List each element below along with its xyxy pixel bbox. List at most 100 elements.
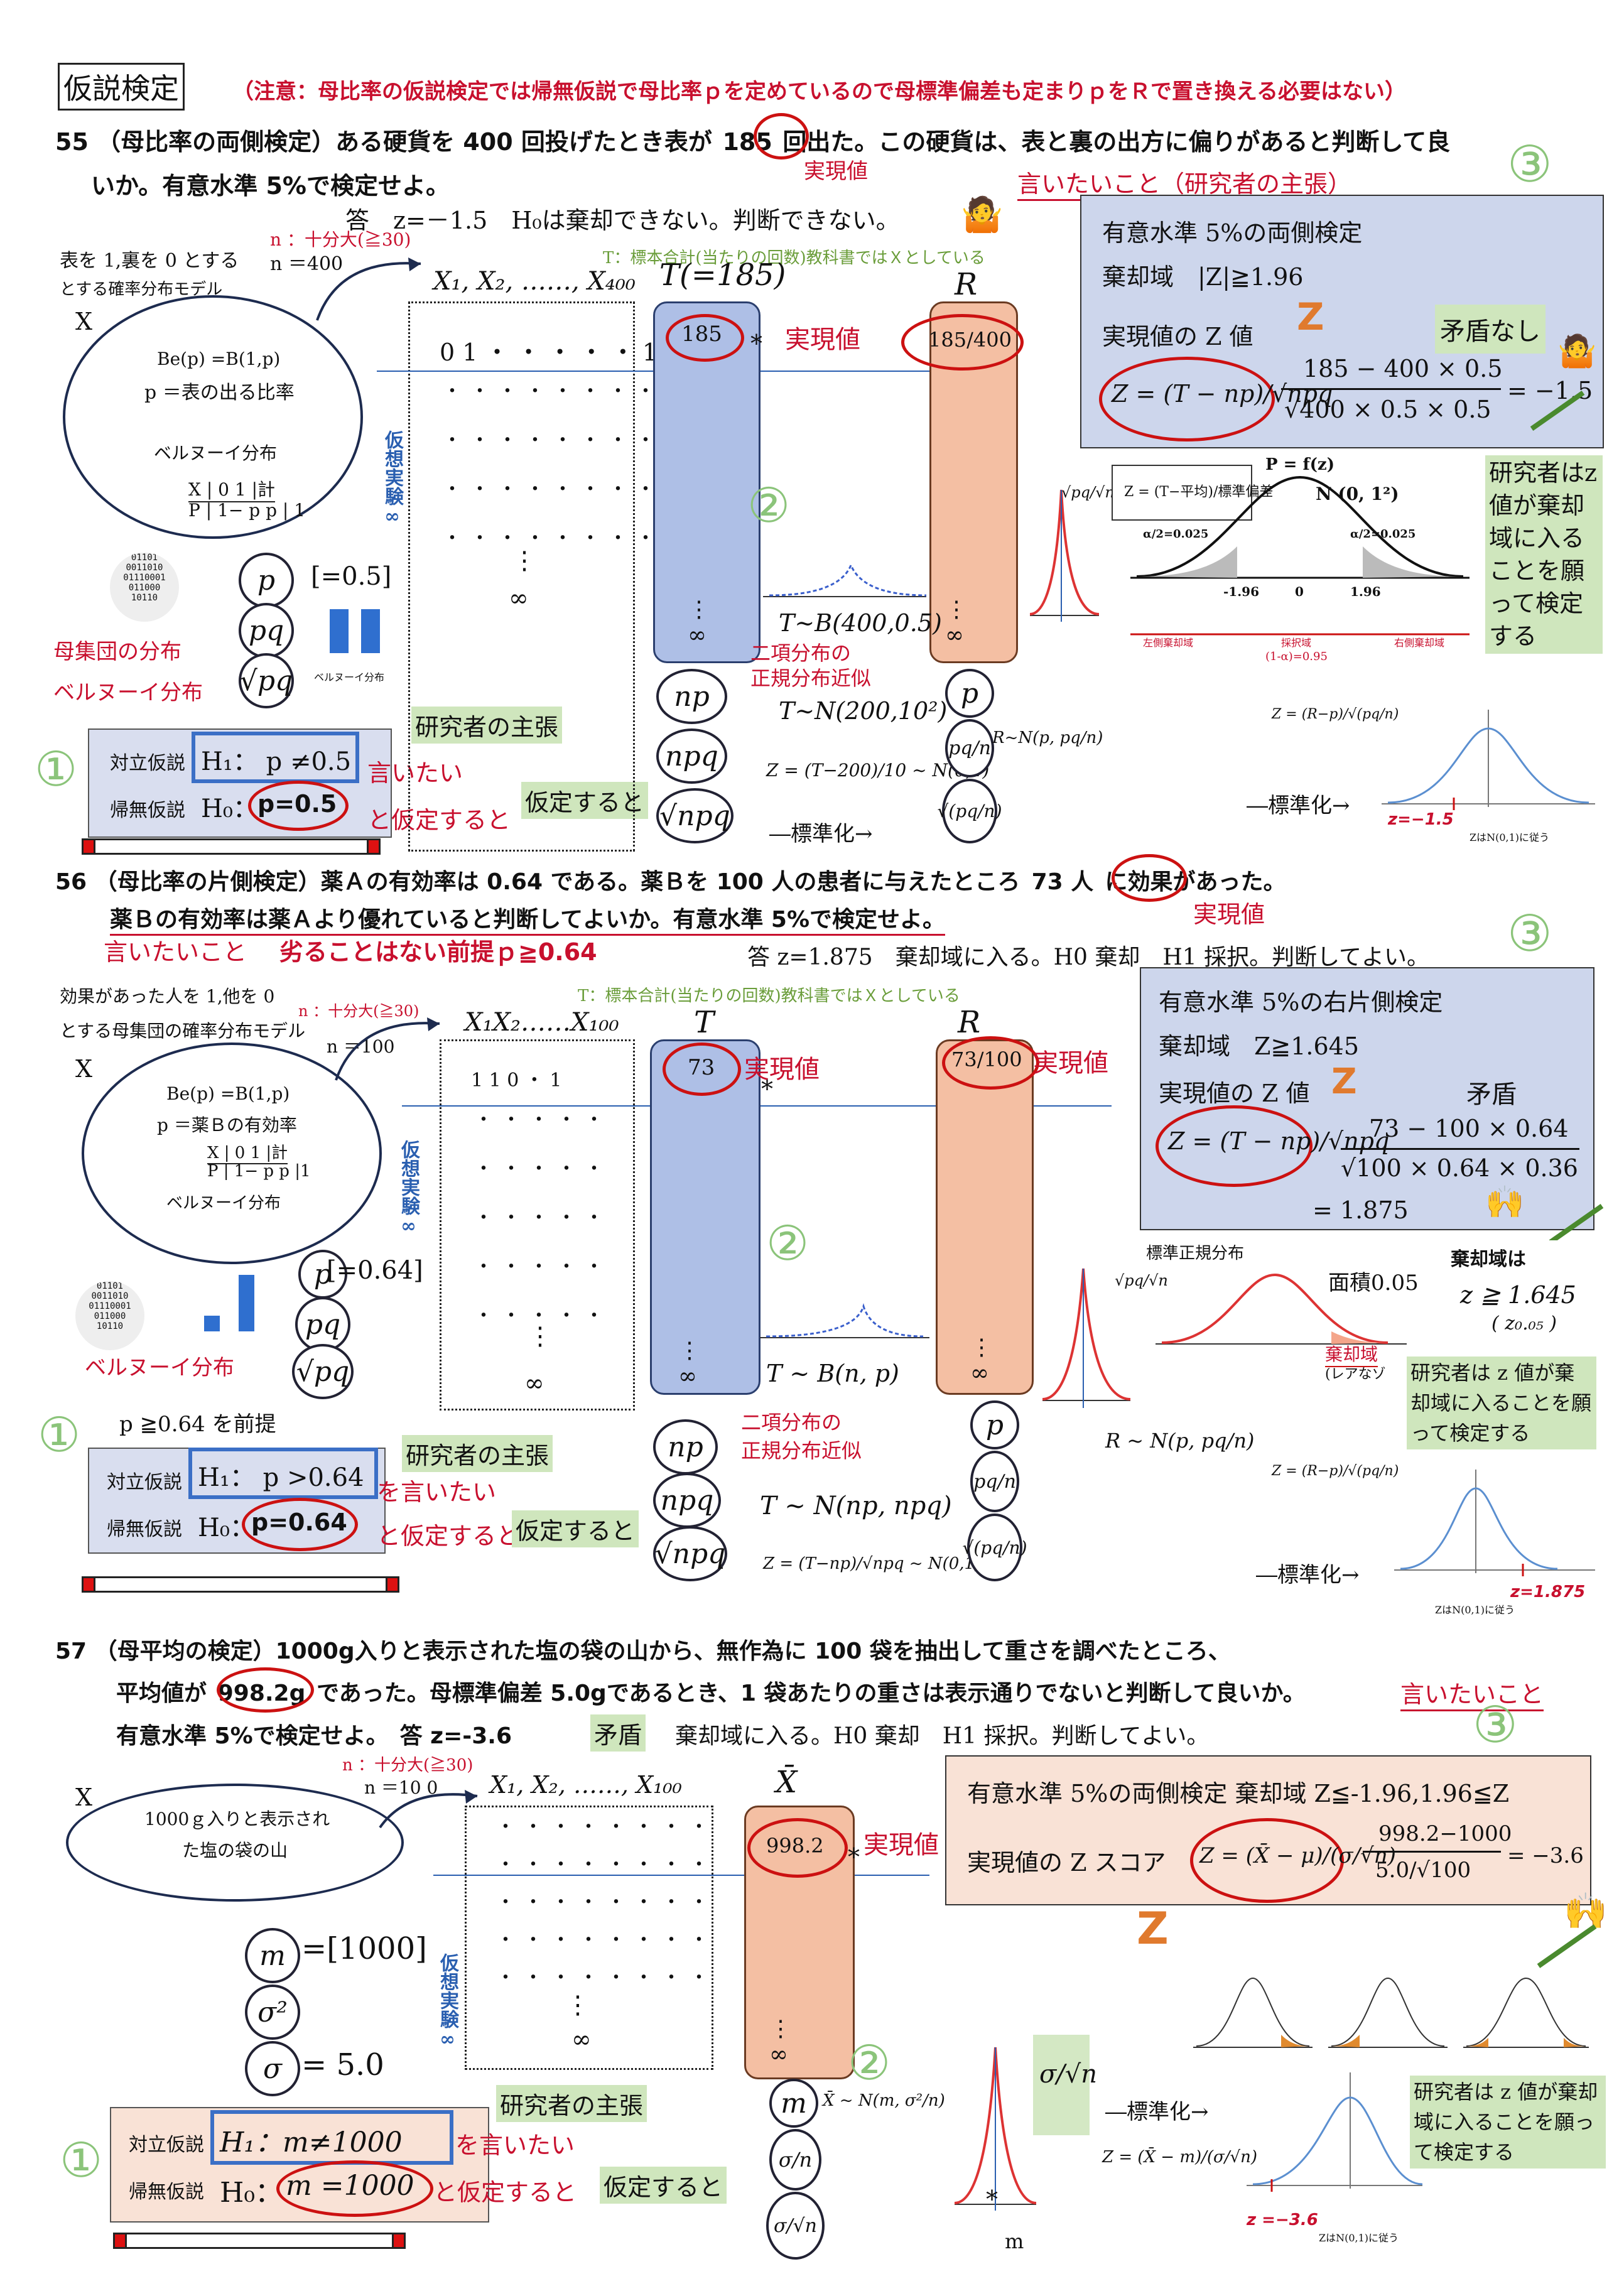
q55-model1: 表を 1,裏を 0 とする — [60, 250, 239, 272]
q55-line1: 55 （母比率の両側検定）ある硬貨を 400 回投げたとき表が 185 回出た。… — [55, 128, 1451, 156]
q56-zf-res: = 1.875 — [1313, 1196, 1409, 1224]
q56-X: X — [75, 1055, 93, 1083]
q57-ring-s2: σ² — [245, 1985, 300, 2040]
q55-T-pill — [653, 301, 761, 663]
q56-z-small: Z = (R−p)/√(pq/n) — [1272, 1463, 1399, 1479]
z-letter-icon-3: Z — [1137, 1903, 1169, 1954]
q57-katei2: 仮定すると — [600, 2167, 727, 2204]
q55-z-std: Z = (T−平均)/標準偏差 — [1124, 484, 1274, 500]
q55-zf-num: 185 − 400 × 0.5 — [1303, 355, 1503, 382]
q55-T-val: 185 — [681, 322, 722, 347]
q55-p-eq: [=0.5] — [311, 562, 392, 591]
z-letter-icon-2: Z — [1331, 1061, 1357, 1102]
q55-right-k: 右側棄却域 — [1394, 637, 1445, 649]
q57-blue-line — [433, 1875, 929, 1876]
q56-zf-circle — [1156, 1105, 1313, 1187]
q55-one-alpha: (1-α)=0.95 — [1265, 650, 1328, 663]
q56-T-circle — [663, 1042, 741, 1096]
q57-h1: H₁：m≠1000 — [220, 2126, 403, 2158]
q57-line3: 有意水準 5%で検定せよ。 答 z=-3.6 — [116, 1723, 512, 1749]
q57-circled-3: ③ — [1473, 1696, 1518, 1754]
q56-ring-sqnpq: √npq — [653, 1526, 727, 1581]
q55-N01: N (0, 1²) — [1316, 484, 1399, 504]
q57-dots: ・・・・・・・・・・・・・・・・・・・・・・・・・・・・・・・・・・・・・・・・ — [496, 1816, 717, 1989]
q57-box-title: 有意水準 5%の両側検定 棄却域 Z≦-1.96,1.96≦Z — [967, 1780, 1510, 1807]
q56-jitsugen3: 実現値 — [1033, 1049, 1108, 1078]
q56-p-def: p ＝薬Ｂの有効率 — [157, 1115, 297, 1135]
q56-katei: と仮定すると — [377, 1522, 521, 1550]
q55-jitsugen: 実現値 — [804, 159, 868, 184]
q55-table-row1: X | 0 1 |計 — [188, 476, 276, 502]
q55-circled-1: ① — [35, 741, 78, 797]
q56-h0-label: 帰無仮説 — [107, 1519, 182, 1541]
q57-pop1: 1000ｇ入りと表示され — [144, 1809, 330, 1829]
q56-T-note: T：標本合計(当たりの回数)教科書ではＸとしている — [578, 987, 960, 1005]
q55-zf-left: Z = (T − np)/√npq — [1112, 380, 1333, 408]
q55-arrow — [316, 257, 421, 321]
q56-h1-box — [188, 1448, 378, 1499]
q56-std-small: ―標準化→ — [1256, 1562, 1360, 1588]
q56-n-val: n ＝100 — [327, 1036, 395, 1057]
q56-R-ring-sq: √(pq/n) — [963, 1514, 1027, 1581]
q56-zf-num: 73 − 100 × 0.64 — [1369, 1115, 1569, 1142]
q56-result-box — [1140, 967, 1594, 1230]
q56-R-ring-pq: pq/n — [970, 1451, 1019, 1512]
q55-n-val: n ＝400 — [270, 253, 344, 275]
q56-table-row1: X | 0 1 |計 — [207, 1140, 288, 1164]
q57-kenkyusha: 研究者の主張 — [496, 2085, 647, 2122]
q55-population-ellipse — [63, 295, 363, 539]
q56-highlight-circle — [1112, 854, 1187, 902]
q55-ring-sqnpq: √npq — [656, 788, 734, 843]
q55-h0-label: 帰無仮説 — [110, 799, 185, 821]
q57-sig-sqn: σ/√n — [1039, 2060, 1098, 2089]
q55-zf-bar — [1281, 388, 1501, 390]
q55-table-row2: P | 1− p p | 1 — [188, 500, 306, 521]
q57-std-small: ―標準化→ — [1105, 2099, 1209, 2125]
q55-zf-res: = −1.5 — [1507, 377, 1593, 404]
q55-h1-label: 対立仮説 — [110, 752, 185, 774]
q55-binom: T~B(400,0.5) — [779, 609, 942, 637]
q57-m-eq: =[1000] — [301, 1931, 427, 1966]
q55-binom-l1: 二項分布の — [750, 641, 852, 665]
q56-normal-curve — [1156, 1273, 1407, 1345]
q55-zero: 0 — [1295, 584, 1304, 599]
q55-X: X — [75, 308, 93, 335]
q55-circled-3: ③ — [1507, 135, 1552, 193]
q55-R-circle — [901, 314, 1024, 371]
q57-line1: 57 （母平均の検定）1000g入りと表示された塩の袋の山から、無作為に 100… — [55, 1638, 1231, 1664]
q57-zf-left: Z = (X̄ − μ)/(σ/√n) — [1199, 1843, 1396, 1868]
q57-line3b: 棄却域に入る。H0 棄却 H1 採択。判断してよい。 — [675, 1723, 1210, 1749]
q57-population-ellipse — [66, 1784, 404, 1902]
q56-R-bell — [1042, 1268, 1131, 1408]
person-shrug-icon-2: 🤷 — [1557, 333, 1597, 369]
q56-vdots: ⋮ — [528, 1322, 553, 1351]
q57-z-small: Z = (X̄ − m)/(σ/√n) — [1102, 2148, 1258, 2167]
q56-slider-bar — [82, 1576, 399, 1593]
q57-Xbar-star: * — [848, 1843, 860, 1871]
q55-be: Be(p) =B(1,p) — [157, 349, 281, 369]
q55-p-def: p ＝表の出る比率 — [144, 382, 295, 404]
q57-m-label: m — [1005, 2229, 1024, 2253]
q56-R-norm: R ~ N(p, pq/n) — [1105, 1429, 1255, 1453]
q56-dots: ・・・・・・・・・・・・・・・・・・・・・・・・・ — [474, 1109, 612, 1327]
z-letter-icon: Z — [1297, 295, 1324, 339]
q57-bell — [954, 2047, 1037, 2211]
q56-binom: T ~ B(n, p) — [766, 1360, 899, 1387]
q55-bern: ベルヌーイ分布 — [154, 443, 278, 463]
q55-R-head: R — [955, 267, 978, 302]
q56-binom-l1: 二項分布の — [741, 1411, 842, 1434]
q56-bern: ベルヌーイ分布 — [166, 1194, 281, 1213]
q55-katei: と仮定すると — [367, 806, 511, 834]
q56-kaso: 仮想実験∞ — [398, 1140, 420, 1237]
q55-box-z: 実現値の Z 値 — [1102, 323, 1253, 350]
q56-ring-sqpq: √pq — [292, 1344, 354, 1399]
person-cheer-icon: 🙌 — [1485, 1184, 1525, 1220]
q55-katei2: 仮定すると — [521, 782, 649, 819]
q57-zf-res: = −3.6 — [1507, 1843, 1584, 1868]
q56-z-val: z=1.875 — [1510, 1583, 1586, 1601]
q55-ring-p: p — [239, 553, 294, 608]
q56-R-head: R — [958, 1005, 981, 1040]
q55-bosyudan: 母集団の分布 — [53, 639, 181, 664]
